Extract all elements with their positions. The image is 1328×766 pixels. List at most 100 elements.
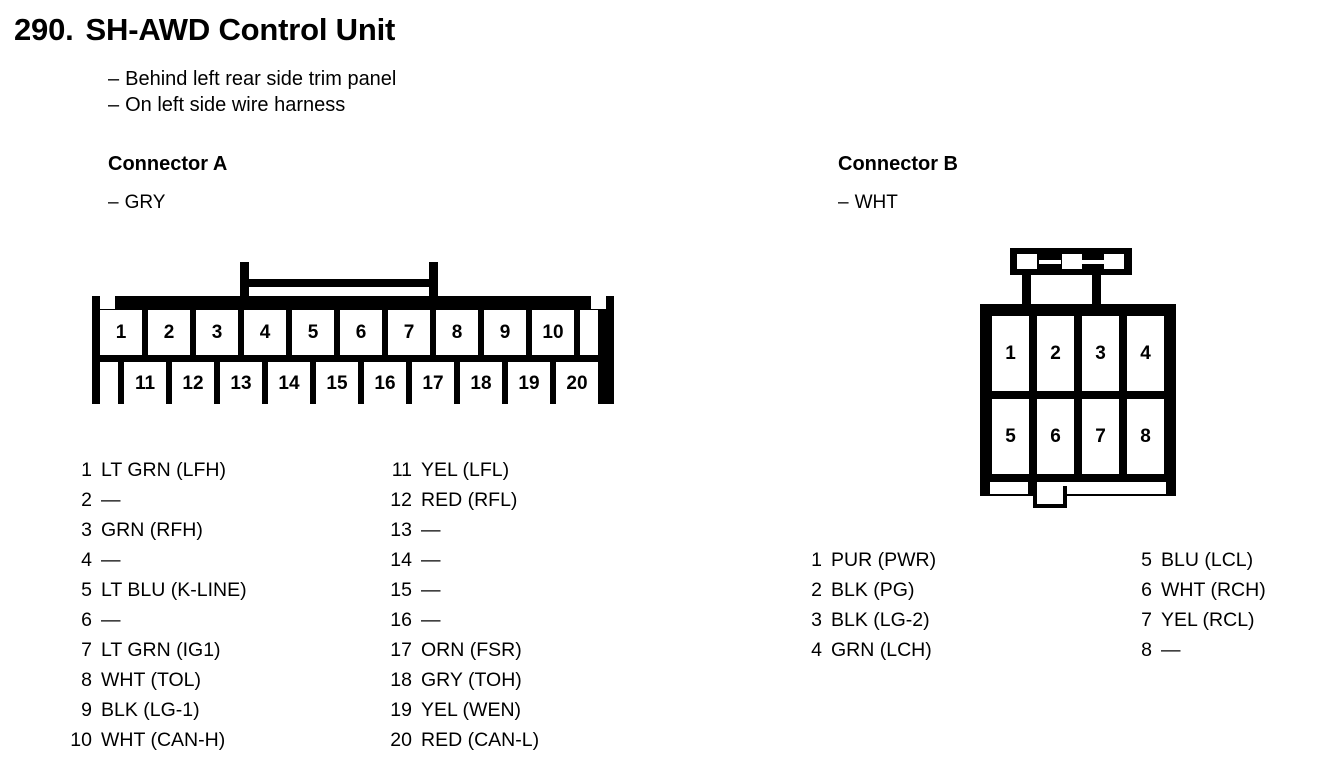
bullet-dash-icon: – xyxy=(108,94,120,116)
connector-a-pin-cell: 3 xyxy=(196,310,238,355)
pin-number: 1 xyxy=(81,459,92,481)
pin-number: 3 xyxy=(811,609,822,631)
connector-b-latch-slot-1 xyxy=(1039,260,1061,264)
connector-a-pin-cell: 9 xyxy=(484,310,526,355)
connector-b-pin-cell: 8 xyxy=(1127,399,1164,474)
pin-description: RED (CAN-L) xyxy=(421,729,540,751)
connector-b-latch-hole-1 xyxy=(1017,254,1037,269)
connector-a-color-text: GRY xyxy=(124,192,166,213)
pin-description: BLK (LG-2) xyxy=(831,609,930,631)
pin-number: 8 xyxy=(1141,639,1152,661)
pin-number: 9 xyxy=(81,699,92,721)
connector-b-bottom-tab-hole xyxy=(1037,482,1063,504)
pin-list-row: 2— xyxy=(62,485,247,515)
pin-list-row: 16— xyxy=(382,605,539,635)
pin-description: BLU (LCL) xyxy=(1161,549,1254,571)
pin-description: PUR (PWR) xyxy=(831,549,937,571)
connector-b-latch-leg-right xyxy=(1092,275,1101,307)
pin-description: ORN (FSR) xyxy=(421,639,522,661)
pin-number: 3 xyxy=(81,519,92,541)
pin-list-row: 15 — xyxy=(382,575,539,605)
page-title: 290.SH-AWD Control Unit xyxy=(14,12,395,48)
connector-a-pin-cell: 4 xyxy=(244,310,286,355)
connector-b-pin-cell: 4 xyxy=(1127,316,1164,391)
pin-description: YEL (WEN) xyxy=(421,699,522,721)
connector-b-pin-cell: 5 xyxy=(992,399,1029,474)
pin-number: 18 xyxy=(390,669,412,691)
pin-description: GRN (LCH) xyxy=(831,639,932,661)
connector-b-latch-leg-left xyxy=(1022,275,1031,307)
pin-number: 6 xyxy=(1141,579,1152,601)
pin-description: LT BLU (K-LINE) xyxy=(101,579,247,601)
pin-description: YEL (LFL) xyxy=(421,459,510,481)
page-title-number: 290. xyxy=(14,12,74,47)
pin-number: 8 xyxy=(81,669,92,691)
pin-description: — xyxy=(421,579,441,601)
pin-list-row: 19 YEL (WEN) xyxy=(382,695,539,725)
pin-list-row: 17 ORN (FSR) xyxy=(382,635,539,665)
pin-description: — xyxy=(421,609,441,631)
connector-a-pin-cell: 17 xyxy=(412,362,454,404)
connector-b-bottom-slot-right xyxy=(1058,482,1166,494)
location-note-1-text: Behind left rear side trim panel xyxy=(125,68,397,90)
pin-number: 4 xyxy=(811,639,822,661)
connector-b-latch-bar xyxy=(1010,248,1132,275)
connector-a-pin-cell: 13 xyxy=(220,362,262,404)
connector-a-end-gutter-top xyxy=(580,310,598,355)
pin-number: 10 xyxy=(70,729,92,751)
connector-b-color: –WHT xyxy=(838,192,898,214)
pin-number: 19 xyxy=(390,699,412,721)
pin-list-row: 2 BLK (PG) xyxy=(792,575,936,605)
pin-number: 15 xyxy=(390,579,412,601)
location-notes: –Behind left rear side trim panel –On le… xyxy=(108,66,396,118)
connector-b-pin-cell: 2 xyxy=(1037,316,1074,391)
title-block: 290.SH-AWD Control Unit xyxy=(14,12,395,48)
pin-list-row: 14— xyxy=(382,545,539,575)
pin-list-row: 5 BLU (LCL) xyxy=(1122,545,1266,575)
connector-a-shoulder-notch-left xyxy=(100,296,115,309)
connector-a-pin-cell: 5 xyxy=(292,310,334,355)
connector-a-pin-cell: 11 xyxy=(124,362,166,404)
pin-number: 4 xyxy=(81,549,92,571)
pin-description: BLK (PG) xyxy=(831,579,915,601)
pin-description: — xyxy=(421,519,441,541)
pin-number: 2 xyxy=(811,579,822,601)
connector-a-pin-cell: 12 xyxy=(172,362,214,404)
connector-a-pin-cell: 8 xyxy=(436,310,478,355)
connector-a-pin-cell: 14 xyxy=(268,362,310,404)
connector-a-pin-cell: 18 xyxy=(460,362,502,404)
pin-number: 7 xyxy=(1141,609,1152,631)
bullet-dash-icon: – xyxy=(108,192,119,213)
pin-description: RED (RFL) xyxy=(421,489,518,511)
connector-a-color: –GRY xyxy=(108,192,165,214)
connector-b-color-text: WHT xyxy=(854,192,898,213)
connector-b-latch-hole-2 xyxy=(1062,254,1082,269)
connector-a-pin-cell: 2 xyxy=(148,310,190,355)
connector-b-pin-cell: 3 xyxy=(1082,316,1119,391)
connector-b-latch-hole-3 xyxy=(1104,254,1124,269)
pin-number: 7 xyxy=(81,639,92,661)
pin-number: 17 xyxy=(390,639,412,661)
pin-description: — xyxy=(101,489,121,511)
pin-number: 5 xyxy=(1141,549,1152,571)
connector-a-pin-cell: 10 xyxy=(532,310,574,355)
location-note-1: –Behind left rear side trim panel xyxy=(108,66,396,92)
pin-list-row: 6— xyxy=(62,605,247,635)
pin-number: 20 xyxy=(390,729,412,751)
